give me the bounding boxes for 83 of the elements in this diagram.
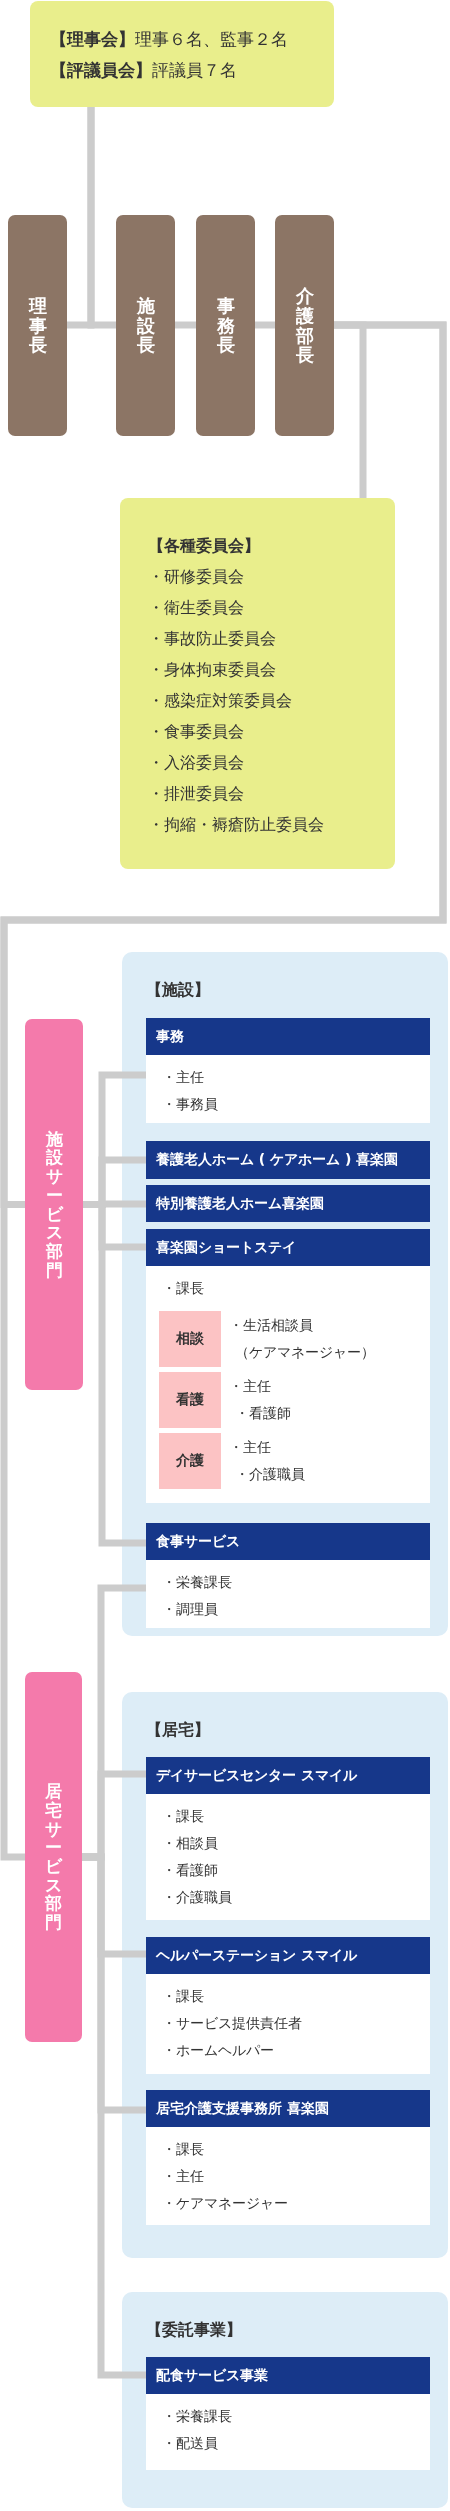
unit-header: 特別養護老人ホーム喜楽園 bbox=[154, 1194, 325, 1213]
officer-box bbox=[196, 215, 255, 436]
committee-item: ・衛生委員会 bbox=[148, 597, 244, 619]
staff-item: ・相談員 bbox=[162, 1834, 218, 1853]
unit-header: 養護老人ホーム ( ケアホーム ) 喜楽園 bbox=[155, 1150, 400, 1169]
section-panel bbox=[122, 1692, 448, 2258]
staff-item: ・看護師 bbox=[162, 1861, 218, 1880]
officer-title: 介護部長 bbox=[295, 285, 314, 366]
staff-item: ・介護職員 bbox=[162, 1888, 232, 1907]
staff-item: ・主任 bbox=[229, 1377, 271, 1396]
unit-card bbox=[146, 1185, 430, 1222]
staff-item: ・配送員 bbox=[162, 2434, 218, 2453]
committee-item: ・研修委員会 bbox=[148, 566, 244, 588]
team-name: 介護 bbox=[176, 1452, 204, 1470]
unit-header: 事務 bbox=[155, 1027, 185, 1046]
staff-item: ・主任 bbox=[229, 1438, 271, 1457]
staff-item: ・サービス提供責任者 bbox=[162, 2014, 302, 2033]
officer-box bbox=[275, 215, 334, 436]
officer-box bbox=[8, 215, 67, 436]
connector-line bbox=[0, 321, 447, 1861]
staff-item: ・栄養課長 bbox=[162, 2407, 232, 2426]
unit-card bbox=[146, 2090, 430, 2225]
staff-item: ・調理員 bbox=[162, 1600, 218, 1619]
team-name: 相談 bbox=[176, 1330, 204, 1348]
staff-item: ・課長 bbox=[162, 1279, 204, 1298]
committee-item: ・入浴委員会 bbox=[148, 752, 244, 774]
team-tag bbox=[159, 1433, 221, 1489]
committee-heading: 【各種委員会】 bbox=[148, 535, 260, 557]
team-tag bbox=[159, 1372, 221, 1428]
unit-card bbox=[146, 1757, 430, 1920]
connector-line bbox=[255, 321, 275, 329]
team-name: 看護 bbox=[176, 1391, 204, 1409]
team-tag bbox=[159, 1311, 221, 1367]
unit-card bbox=[146, 1523, 430, 1628]
committee-item: ・拘縮・褥瘡防止委員会 bbox=[148, 814, 324, 836]
officer-title: 理事長 bbox=[28, 295, 47, 356]
unit-card bbox=[146, 2357, 430, 2470]
staff-item: ・主任 bbox=[162, 2167, 204, 2186]
section-heading: 【委託事業】 bbox=[146, 2319, 242, 2341]
staff-item: ・生活相談員 bbox=[229, 1316, 313, 1335]
section-panel bbox=[122, 952, 448, 1636]
staff-item: ・ケアマネージャー bbox=[162, 2194, 288, 2213]
staff-item: ・看護師 bbox=[234, 1404, 291, 1423]
section-panel bbox=[122, 2292, 448, 2508]
department-box bbox=[25, 1672, 82, 2042]
staff-item: ・課長 bbox=[162, 1807, 204, 1826]
committee-item: ・排泄委員会 bbox=[148, 783, 244, 805]
officer-title: 事務長 bbox=[216, 295, 235, 356]
committee-item: ・身体拘束委員会 bbox=[148, 659, 276, 681]
unit-header: 配食サービス事業 bbox=[155, 2366, 269, 2385]
unit-card bbox=[146, 1018, 430, 1123]
unit-header: 食事サービス bbox=[155, 1532, 241, 1551]
staff-item: （ケアマネージャー） bbox=[234, 1343, 375, 1362]
unit-card bbox=[146, 1141, 430, 1179]
department-box bbox=[25, 1019, 83, 1390]
committee-item: ・感染症対策委員会 bbox=[148, 690, 292, 712]
staff-item: ・事務員 bbox=[162, 1095, 218, 1114]
staff-item: ・栄養課長 bbox=[162, 1573, 232, 1592]
committee-item: ・事故防止委員会 bbox=[148, 628, 276, 650]
section-heading: 【居宅】 bbox=[146, 1719, 210, 1741]
unit-header: 居宅介護支援事務所 喜楽園 bbox=[155, 2099, 330, 2118]
officer-box bbox=[116, 215, 175, 436]
connector-line bbox=[82, 1853, 146, 2379]
department-name: 施設サービス部門 bbox=[45, 1129, 63, 1280]
connector-line bbox=[87, 107, 116, 329]
unit-header: ヘルパーステーション スマイル bbox=[155, 1946, 358, 1965]
staff-item: ・ホームヘルパー bbox=[162, 2041, 274, 2060]
section-heading: 【施設】 bbox=[146, 979, 210, 1001]
unit-header: 喜楽園ショートステイ bbox=[155, 1238, 297, 1257]
staff-item: ・主任 bbox=[162, 1068, 204, 1087]
connector-line bbox=[175, 321, 196, 329]
staff-item: ・課長 bbox=[162, 2140, 204, 2159]
board-text: 【理事会】理事６名、監事２名 bbox=[50, 28, 288, 51]
committee-item: ・食事委員会 bbox=[148, 721, 244, 743]
officer-title: 施設長 bbox=[136, 295, 155, 356]
unit-header: デイサービスセンター スマイル bbox=[155, 1766, 358, 1785]
staff-item: ・課長 bbox=[162, 1987, 204, 2006]
unit-card bbox=[146, 1937, 430, 2074]
committee-box bbox=[120, 498, 395, 869]
staff-item: ・介護職員 bbox=[234, 1465, 305, 1484]
department-name: 居宅サービス部門 bbox=[45, 1782, 62, 1932]
board-box bbox=[30, 1, 334, 107]
board-text: 【評議員会】評議員７名 bbox=[50, 59, 237, 82]
